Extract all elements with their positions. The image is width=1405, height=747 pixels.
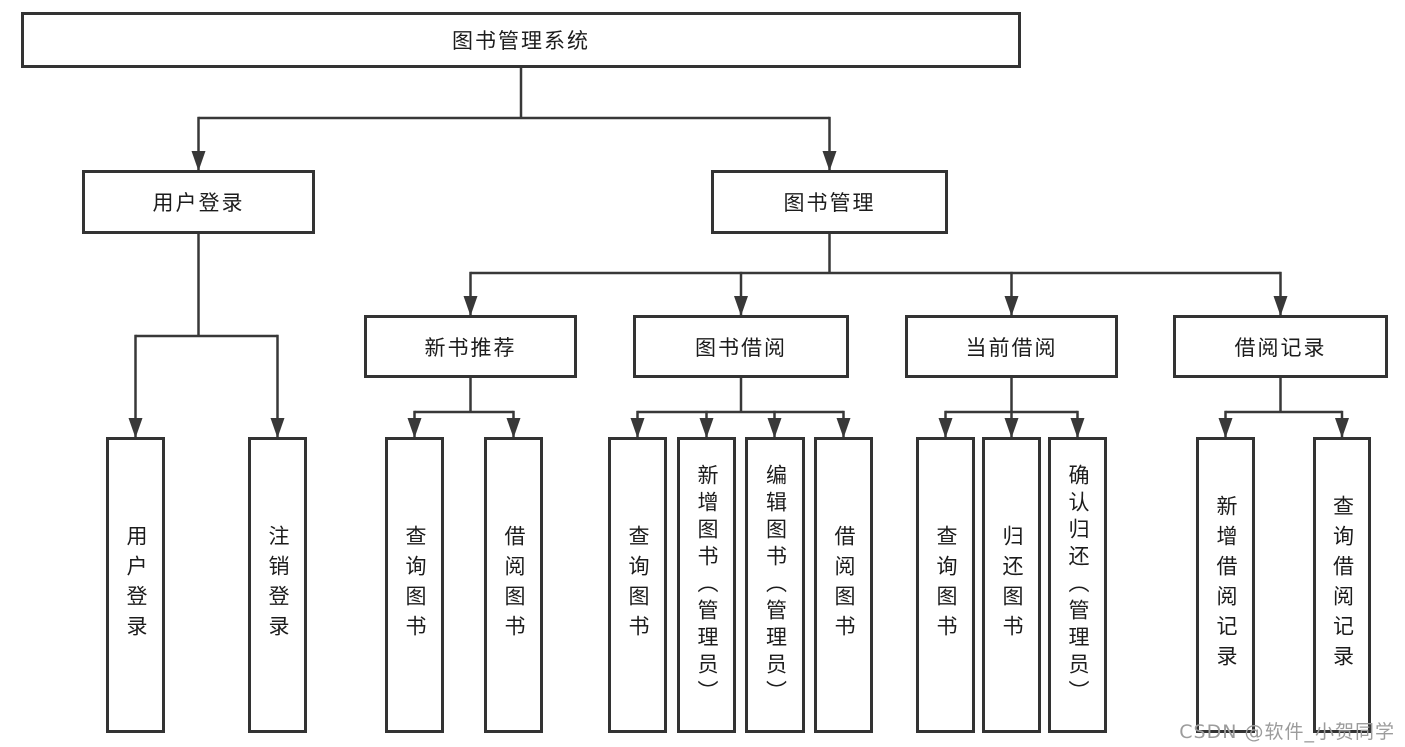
leaf-query-books-recommend: 查询图书 [385, 437, 444, 733]
leaf-add-books-admin: 新增图书（管理员） [677, 437, 736, 733]
node-root-library-management-system: 图书管理系统 [21, 12, 1021, 68]
leaf-query-books-current: 查询图书 [916, 437, 975, 733]
leaf-borrow-books-borrowing: 借阅图书 [814, 437, 873, 733]
csdn-watermark: CSDN @软件_小贺同学 [1179, 721, 1395, 743]
leaf-confirm-return-admin: 确认归还（管理员） [1048, 437, 1107, 733]
leaf-edit-books-admin: 编辑图书（管理员） [745, 437, 805, 733]
leaf-return-books: 归还图书 [982, 437, 1041, 733]
leaf-query-books-borrowing: 查询图书 [608, 437, 667, 733]
node-book-borrowing: 图书借阅 [633, 315, 849, 378]
node-new-book-recommend: 新书推荐 [364, 315, 577, 378]
leaf-logout-login: 注销登录 [248, 437, 307, 733]
leaf-query-borrow-record: 查询借阅记录 [1313, 437, 1371, 733]
node-book-management: 图书管理 [711, 170, 948, 234]
node-current-borrowing: 当前借阅 [905, 315, 1118, 378]
leaf-user-login: 用户登录 [106, 437, 165, 733]
leaf-add-borrow-record: 新增借阅记录 [1196, 437, 1255, 733]
leaf-borrow-books-recommend: 借阅图书 [484, 437, 543, 733]
node-user-login: 用户登录 [82, 170, 315, 234]
node-borrowing-records: 借阅记录 [1173, 315, 1388, 378]
